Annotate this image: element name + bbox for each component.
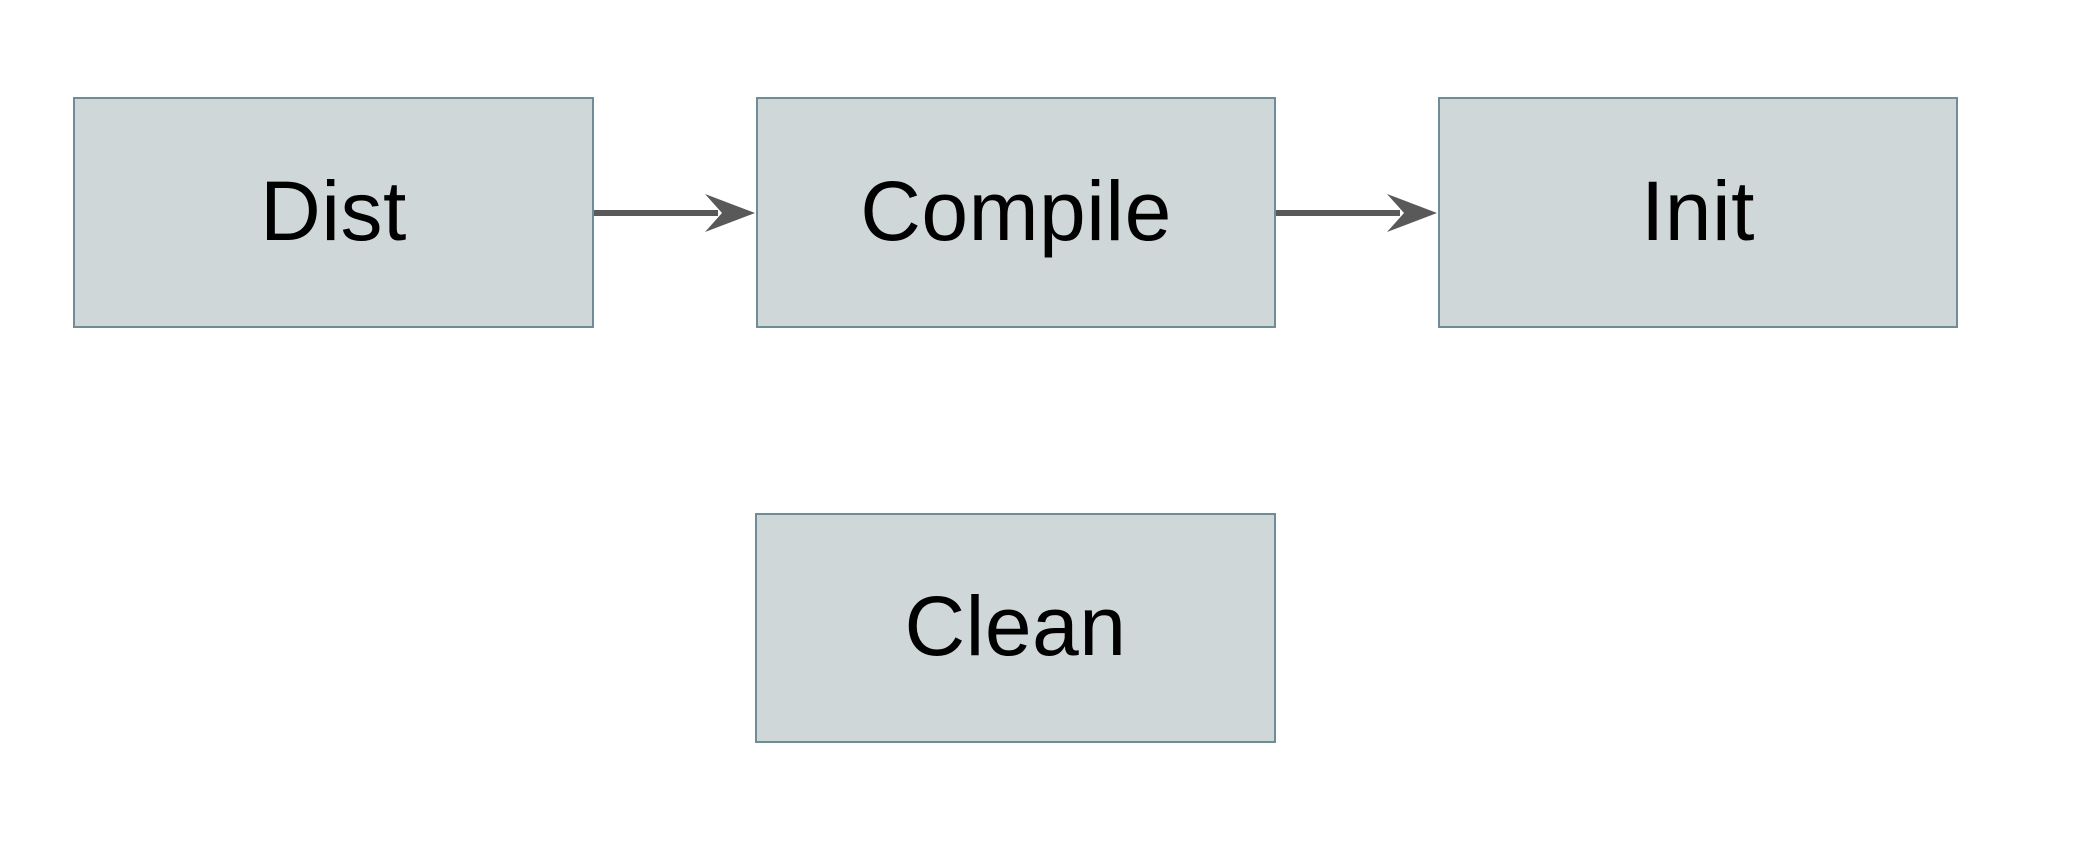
node-compile-label: Compile — [860, 163, 1172, 258]
node-init-label: Init — [1640, 163, 1756, 258]
node-compile: Compile — [756, 97, 1276, 328]
arrow-dist-to-compile — [594, 194, 755, 232]
node-clean-label: Clean — [904, 579, 1127, 673]
arrow-compile-to-init — [1276, 194, 1437, 232]
node-clean: Clean — [755, 513, 1276, 743]
node-init: Init — [1438, 97, 1958, 328]
node-dist: Dist — [73, 97, 594, 328]
arrowhead-icon — [705, 194, 755, 232]
node-dist-label: Dist — [260, 163, 407, 258]
arrowhead-icon — [1387, 194, 1437, 232]
